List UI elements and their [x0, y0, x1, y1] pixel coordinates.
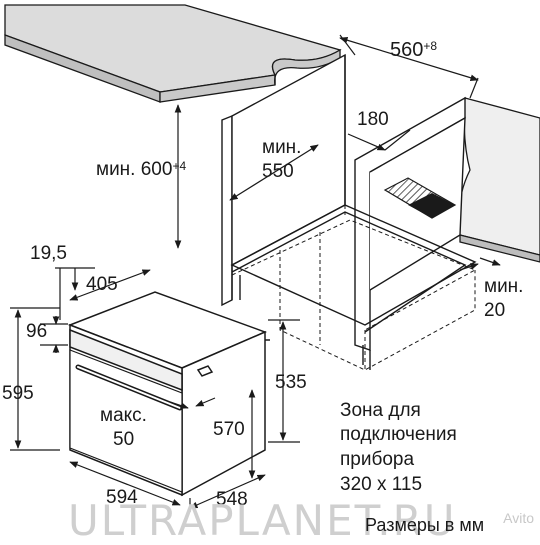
- min-600-label: мин. 600+4: [96, 159, 187, 180]
- connection-zone: [383, 177, 457, 219]
- min-20-label-value: 20: [484, 300, 506, 321]
- min-20-label-top: мин.: [484, 276, 524, 297]
- max-50-label-top: макс.: [100, 405, 147, 426]
- dim-535-label: 535: [275, 372, 307, 393]
- zone-text-line-4: 320 x 115: [340, 474, 423, 495]
- dimension-lines: [10, 34, 501, 512]
- watermark: ULTRAPLANET.RU: [68, 496, 457, 545]
- depth-180-label: 180: [357, 109, 389, 130]
- dim-19-5-label: 19,5: [30, 243, 67, 264]
- dim-405-label: 405: [86, 274, 118, 295]
- oven: [67, 291, 270, 497]
- zone-text-line-2: подключения: [340, 424, 457, 445]
- side-wall: [458, 97, 540, 263]
- min-550-label-top: мин.: [262, 137, 302, 158]
- units-note: Размеры в мм: [365, 515, 485, 535]
- dim-595-label: 595: [2, 383, 34, 404]
- width-560-label: 560+8: [390, 39, 438, 61]
- avito-watermark: Avito: [503, 510, 534, 526]
- dim-548-label: 548: [216, 489, 248, 510]
- max-50-label-value: 50: [113, 429, 135, 450]
- zone-text-line-1: Зона для: [340, 400, 421, 421]
- dim-96-label: 96: [26, 321, 48, 342]
- min-550-label-value: 550: [262, 161, 294, 182]
- countertop: [4, 4, 342, 103]
- dim-570-label: 570: [213, 419, 245, 440]
- dim-594-label: 594: [106, 487, 138, 508]
- zone-text-line-3: прибора: [340, 449, 415, 470]
- oven-envelope: [231, 205, 477, 371]
